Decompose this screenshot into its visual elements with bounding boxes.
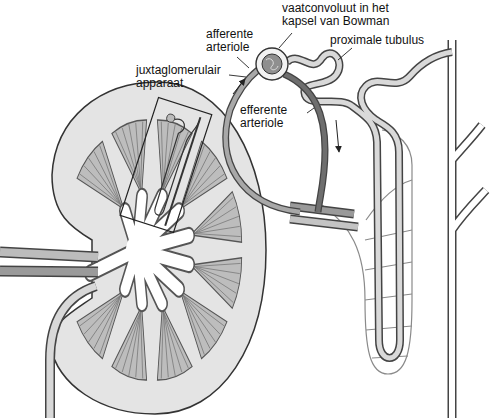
ureter [50,286,96,418]
renal-medulla [111,299,159,383]
part-label: afferente arteriole [206,28,268,54]
renal-vessels [0,271,98,272]
flow-arrow [233,79,245,94]
part-label: proximale tubulus [330,34,424,47]
flow-arrow [233,79,339,152]
arterioles [290,219,358,227]
ureter [50,286,96,418]
part-label: vaatconvoluut in het kapsel van Bowman [282,2,410,28]
renal-medulla [186,240,244,309]
renal-vessels [0,252,98,257]
arterioles [226,70,358,227]
renal-vessels [0,252,98,257]
kidney-cortex [50,82,266,414]
bowman-capsule [256,48,288,80]
peritubular-capillaries [365,180,412,358]
renal-pelvis [90,196,189,303]
ureter [50,286,96,418]
leader-line [279,33,292,48]
nephron [226,33,486,418]
arterioles [290,219,358,227]
renal-vessels [0,252,98,272]
arterioles [226,70,300,212]
leader-line [307,108,314,113]
inset-frame [120,97,212,232]
collecting-duct [452,40,486,418]
renal-medulla [111,116,159,200]
renal-vessels [0,271,98,272]
part-label: juxtaglomerulair apparaat [136,64,228,90]
bowman-capsule [262,54,282,74]
arterioles [284,74,325,212]
collecting-duct [452,40,486,418]
renal-pelvis [90,196,189,303]
renal-medulla [75,116,244,383]
renal-pelvis [126,233,154,268]
bowman-capsule [256,48,288,80]
collecting-duct [452,40,486,418]
renal-medulla [145,299,193,383]
leader-line [237,57,249,68]
inset-frame [165,117,200,225]
inset-frame [120,97,212,232]
renal-medulla [186,191,244,260]
bowman-capsule [266,59,278,70]
arterioles [284,74,325,212]
arterioles [226,70,300,212]
inset-frame [166,113,176,123]
leader-line [338,48,352,60]
part-label: efferente arteriole [240,104,306,130]
renal-pelvis [90,196,189,303]
renal-medulla [145,116,193,200]
flow-arrow [336,120,339,152]
leader-line [229,75,246,77]
